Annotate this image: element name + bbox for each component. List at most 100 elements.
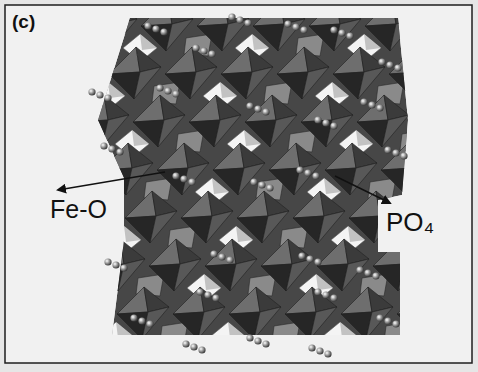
tetrahedron [443, 226, 477, 254]
octahedron-face [437, 168, 468, 195]
octahedron-face [245, 95, 276, 122]
octahedron-face [5, 287, 36, 314]
li-atom [144, 22, 151, 29]
octahedron-face [397, 287, 428, 314]
tetrahedron [75, 274, 109, 302]
octahedron-face [70, 163, 97, 195]
li-atom [300, 26, 307, 33]
li-atom [236, 16, 243, 23]
octahedron-face [37, 239, 68, 266]
li-atom [96, 91, 103, 98]
li-atom [372, 272, 379, 279]
li-atom [104, 94, 111, 101]
octahedron-face [269, 143, 300, 170]
structure-label: PO₄ [386, 209, 434, 235]
octahedron-face [5, 312, 36, 339]
li-atom [400, 152, 407, 159]
li-atom [306, 255, 313, 262]
octahedron-face [45, 168, 76, 195]
li-atom [330, 26, 337, 33]
li-atom [108, 145, 115, 152]
octahedron-face [61, 312, 92, 339]
octahedron-face [101, 143, 132, 170]
li-atom [152, 25, 159, 32]
tetrahedron [323, 322, 357, 350]
octahedron-face [125, 191, 156, 218]
tetrahedron-face [468, 130, 478, 146]
tetrahedron [99, 322, 133, 350]
octahedron-face [272, 322, 300, 344]
octahedron-face [48, 95, 73, 120]
li-atom [284, 20, 291, 27]
li-atom [218, 253, 225, 260]
octahedron-face [88, 287, 113, 312]
octahedron-face [408, 34, 436, 56]
octahedron-face [253, 0, 284, 26]
tetrahedron-face [428, 274, 445, 290]
octahedron-face [197, 0, 228, 26]
octahedron-face [157, 143, 188, 170]
octahedron-face [398, 259, 425, 291]
li-atom [130, 314, 137, 321]
li-atom [384, 317, 391, 324]
li-atom [384, 146, 391, 153]
octahedron-face [205, 239, 236, 266]
li-atom [262, 340, 269, 347]
octahedron-face [261, 239, 292, 266]
li-atom [346, 32, 353, 39]
li-atom [322, 119, 329, 126]
octahedron-face [437, 143, 468, 170]
octahedron-face [357, 95, 388, 122]
octahedron-face [446, 19, 473, 51]
tetrahedron-face [444, 82, 461, 98]
tetrahedron-face [476, 34, 478, 50]
octahedron-face [78, 67, 105, 99]
octahedron-face [448, 0, 473, 24]
li-atom [360, 98, 367, 105]
li-atom [292, 23, 299, 30]
octahedron-face [472, 274, 478, 296]
tetrahedron-face [436, 178, 453, 194]
li-atom [172, 172, 179, 179]
octahedron-face [470, 67, 478, 99]
li-atom [376, 104, 383, 111]
tetrahedron [427, 82, 461, 110]
octahedron-face [381, 168, 412, 195]
octahedron-face [141, 0, 172, 26]
lithium-atoms [88, 13, 407, 357]
octahedron-face [62, 259, 89, 291]
li-atom [378, 58, 385, 65]
octahedron-face [213, 143, 244, 170]
octahedron-face [72, 143, 97, 168]
octahedron-face [13, 191, 44, 218]
li-atom [116, 148, 123, 155]
li-atom [196, 288, 203, 295]
tetrahedron [419, 178, 453, 206]
octahedron-face [86, 307, 113, 339]
octahedron-face [93, 239, 124, 266]
octahedron-face [288, 239, 313, 264]
li-atom [120, 264, 127, 271]
octahedron-face [277, 47, 308, 74]
li-atom [180, 175, 187, 182]
li-atom [316, 347, 323, 354]
octahedron-face [53, 72, 84, 99]
li-atom [104, 258, 111, 265]
structure-ground [98, 18, 408, 335]
octahedron-face [429, 264, 460, 291]
li-atom [190, 343, 197, 350]
tetrahedron-face [460, 226, 477, 242]
octahedron-face [13, 216, 44, 243]
tetrahedron [435, 322, 469, 350]
tetrahedron-face [92, 274, 109, 290]
octahedron-face [285, 287, 316, 314]
octahedron-face [45, 143, 76, 170]
octahedron-face [422, 307, 449, 339]
li-atom [314, 116, 321, 123]
octahedron-face [413, 95, 444, 122]
octahedron-face [53, 47, 84, 74]
octahedron-face [462, 163, 478, 195]
octahedron-face [173, 287, 204, 314]
